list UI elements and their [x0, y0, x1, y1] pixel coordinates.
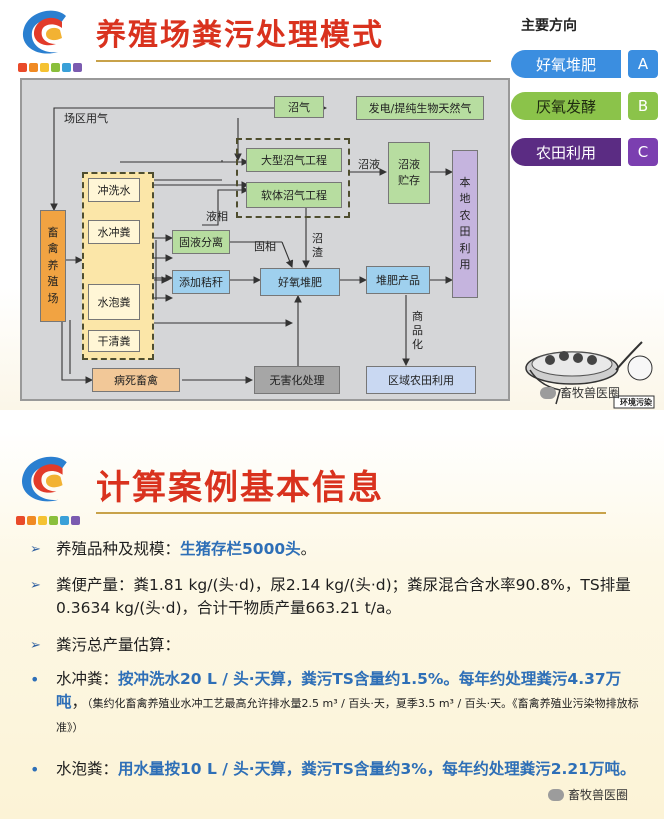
illustration-caption: 环境污染: [620, 397, 652, 407]
local-field-box: 本地农田利用: [452, 150, 478, 298]
biogas-box: 沼气: [274, 96, 324, 118]
label-site-gas: 场区用气: [64, 112, 108, 125]
slurry-storage-label: 沼液贮存: [398, 157, 420, 188]
cleaning-methods-group: [82, 172, 154, 360]
directions-heading: 主要方向: [521, 18, 577, 34]
title-rule: [96, 512, 606, 514]
direction-pill-b: 厌氧发酵: [511, 92, 621, 120]
bullet-marker: ➢: [30, 638, 41, 653]
label-liquid: 液相: [206, 210, 228, 223]
solid-liquid-box: 固液分离: [172, 230, 230, 254]
farm-box: 畜禽养殖场: [40, 210, 66, 322]
slide-treatment-modes: 养殖场粪污处理模式 主要方向 好氧堆肥 A 厌氧发酵 B 农田利用 C: [0, 0, 664, 410]
logo-squares: [18, 63, 82, 72]
title-rule: [96, 60, 491, 62]
local-field-label: 本地农田利用: [459, 175, 471, 272]
harmless-box: 无害化处理: [254, 366, 340, 394]
chat-icon: [548, 788, 564, 801]
regional-field-box: 区域农田利用: [366, 366, 476, 394]
label-commercial: 商品化: [412, 310, 423, 351]
cleaning-water-soak: 水泡粪: [88, 284, 140, 320]
direction-tag-a: A: [628, 50, 658, 78]
label-residue: 沼渣: [312, 232, 323, 259]
bullet-marker: ➢: [30, 578, 41, 593]
logo-icon: [22, 10, 66, 54]
power-box: 发电/提纯生物天然气: [356, 96, 484, 120]
label-solid: 固相: [254, 240, 276, 253]
direction-pill-a: 好氧堆肥: [511, 50, 621, 78]
label-slurry-top: 沼液: [358, 158, 380, 171]
slide-case-info: 计算案例基本信息 ➢ 养殖品种及规模：生猪存栏5000头。 ➢ 粪便产量：粪1.…: [0, 428, 664, 819]
chat-icon: [540, 386, 556, 399]
pollution-illustration-icon: [525, 341, 655, 409]
direction-tag-c: C: [628, 138, 658, 166]
biogas-engineering-group: [236, 138, 350, 218]
logo-squares: [16, 516, 80, 525]
cleaning-flush-water: 冲洗水: [88, 178, 140, 202]
bullet-marker: •: [30, 760, 40, 779]
dead-livestock-box: 病死畜禽: [92, 368, 180, 392]
direction-pill-c: 农田利用: [511, 138, 621, 166]
farm-label: 畜禽养殖场: [47, 225, 59, 305]
logo-icon: [21, 456, 67, 502]
slurry-storage-box: 沼液贮存: [388, 142, 430, 204]
cleaning-water-flush: 水冲粪: [88, 220, 140, 244]
watermark-1-text: 畜牧兽医圈: [560, 386, 621, 400]
watermark-2-text: 畜牧兽医圈: [568, 788, 629, 802]
straw-box: 添加秸秆: [172, 270, 230, 294]
bullet-marker: •: [30, 670, 40, 689]
compost-product-box: 堆肥产品: [366, 266, 430, 294]
page-title: 计算案例基本信息: [96, 468, 384, 508]
slide-gap: [0, 410, 664, 428]
watermark-1: 畜牧兽医圈: [540, 384, 620, 401]
large-biogas-box: 大型沼气工程: [246, 148, 342, 172]
direction-tag-b: B: [628, 92, 658, 120]
page-title: 养殖场粪污处理模式: [96, 18, 384, 53]
small-biogas-box: 软体沼气工程: [246, 182, 342, 208]
watermark-2: 畜牧兽医圈: [548, 786, 628, 803]
compost-box: 好氧堆肥: [260, 268, 340, 296]
treatment-flow-diagram: 沼气 发电/提纯生物天然气 场区用气 大型沼气工程 软体沼气工程 沼液 沼液贮存…: [20, 78, 510, 401]
bullet-marker: ➢: [30, 542, 41, 557]
cleaning-dry: 干清粪: [88, 330, 140, 352]
